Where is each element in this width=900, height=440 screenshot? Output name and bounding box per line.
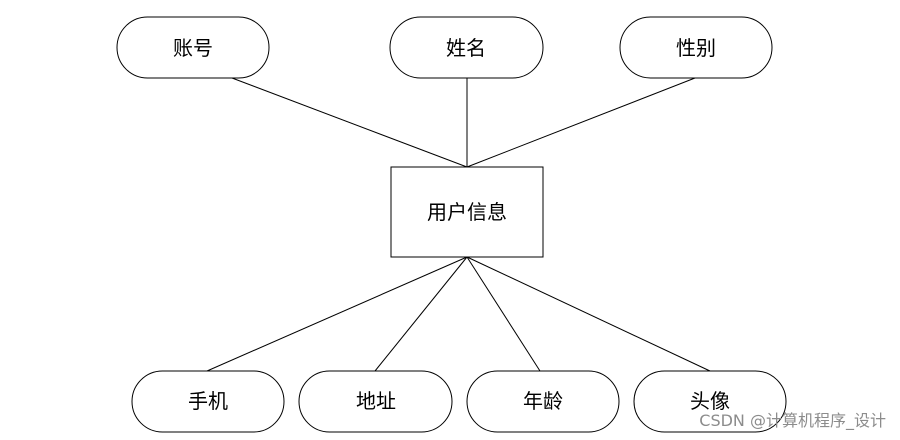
attribute-address: 地址 [298,370,453,433]
entity-user-info: 用户信息 [390,166,544,258]
attribute-avatar-label: 头像 [690,389,730,413]
connector-age [466,256,541,372]
attribute-address-label: 地址 [356,389,396,413]
attribute-phone: 手机 [131,370,285,433]
connector-account [231,77,468,168]
attribute-age: 年龄 [466,370,620,433]
entity-user-info-label: 用户信息 [427,200,507,224]
attribute-name-label: 姓名 [446,36,486,60]
attribute-gender: 性别 [619,16,773,79]
attribute-phone-label: 手机 [188,389,228,413]
connector-avatar [466,256,711,372]
attribute-avatar: 头像 [633,370,787,433]
attribute-account-label: 账号 [173,36,213,60]
attribute-gender-label: 性别 [676,36,716,60]
csdn-watermark: CSDN @计算机程序_设计 [699,411,886,430]
connector-address [374,256,468,372]
attribute-age-label: 年龄 [523,389,563,413]
attribute-account: 账号 [116,16,270,79]
connector-gender [466,77,696,168]
connector-phone [206,256,468,372]
attribute-name: 姓名 [389,16,544,79]
